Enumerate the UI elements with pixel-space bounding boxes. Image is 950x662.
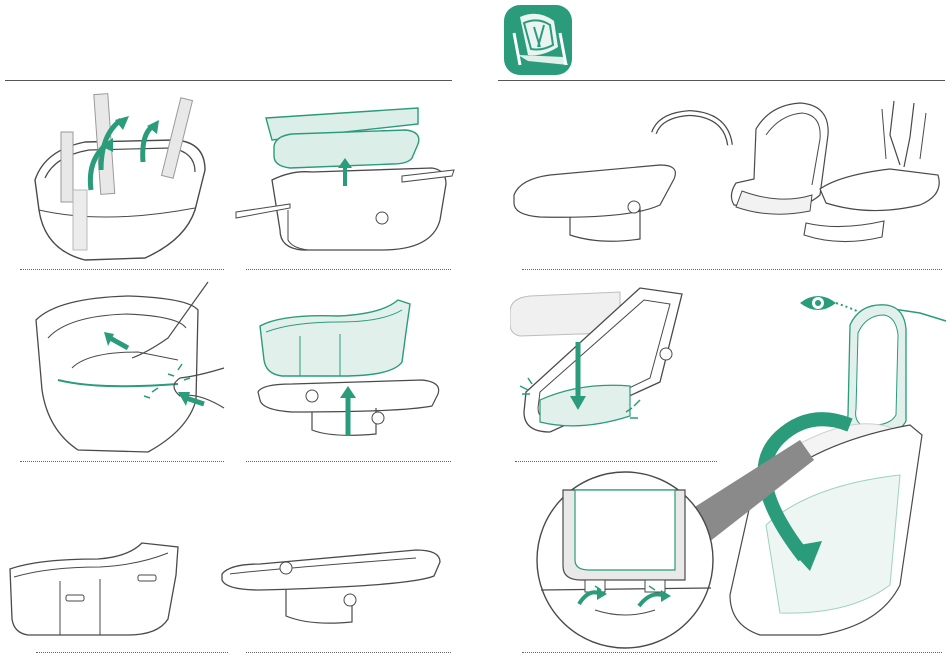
seat-unit-icon <box>498 3 578 77</box>
divider <box>36 652 228 653</box>
divider <box>246 269 451 270</box>
step-unclip-fabric <box>28 280 228 458</box>
divider <box>20 461 224 462</box>
step-bassinet-shell <box>8 535 186 645</box>
step-seat-components <box>510 95 950 265</box>
divider <box>522 652 942 653</box>
step-attach-seat-board <box>510 282 710 447</box>
header-rule-right <box>498 80 945 81</box>
step-lift-bassinet-off-frame <box>252 292 452 442</box>
zoom-detail-circle <box>535 470 715 650</box>
step-remove-mattress-straps <box>25 90 225 265</box>
divider <box>522 269 942 270</box>
divider <box>246 461 451 462</box>
divider <box>246 652 451 653</box>
eye-icon <box>800 296 836 310</box>
step-remove-mattress-boards <box>232 100 457 265</box>
divider <box>20 269 224 270</box>
header-rule-left <box>5 80 452 81</box>
step-bassinet-frame <box>220 540 448 650</box>
